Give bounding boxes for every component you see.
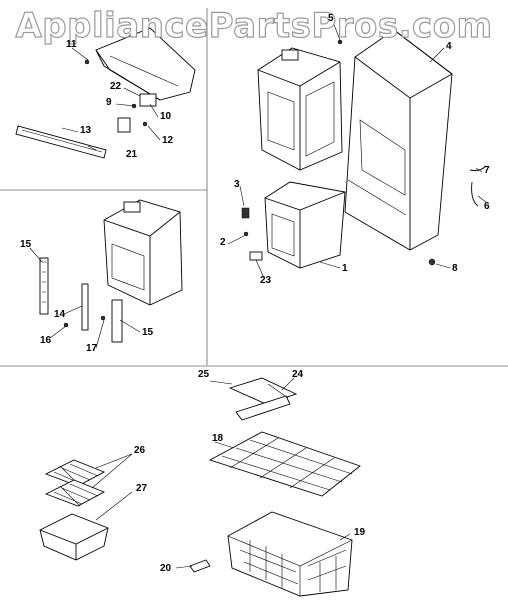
callout-7: 7 bbox=[484, 165, 490, 176]
lower-liner bbox=[264, 181, 346, 269]
leader-lines bbox=[29, 21, 487, 569]
callout-17: 17 bbox=[86, 343, 98, 354]
wire-shelf bbox=[208, 431, 361, 497]
callout-20: 20 bbox=[160, 563, 172, 574]
section-dividers bbox=[0, 8, 508, 367]
upper-liner bbox=[257, 47, 343, 171]
callout-13: 13 bbox=[80, 125, 92, 136]
callout-11: 11 bbox=[66, 39, 77, 50]
callout-12: 12 bbox=[162, 135, 174, 146]
callout-25: 25 bbox=[198, 369, 210, 380]
shelf-support bbox=[228, 377, 298, 421]
callout-27: 27 bbox=[136, 483, 148, 494]
callout-2: 2 bbox=[220, 237, 226, 248]
freezer-liner bbox=[103, 199, 183, 306]
callout-24: 24 bbox=[292, 369, 304, 380]
callout-23: 23 bbox=[260, 275, 272, 286]
hinge-bracket bbox=[117, 93, 157, 133]
small-parts-right bbox=[241, 39, 487, 266]
storage-bin bbox=[39, 513, 109, 561]
door-trim-assembly bbox=[84, 27, 196, 101]
callout-18: 18 bbox=[212, 433, 224, 444]
callout-21: 21 bbox=[126, 149, 138, 160]
callout-26: 26 bbox=[134, 445, 146, 456]
callout-10: 10 bbox=[160, 111, 172, 122]
callout-14: 14 bbox=[54, 309, 66, 320]
callout-15-left: 15 bbox=[20, 239, 32, 250]
callout-6: 6 bbox=[484, 201, 490, 212]
callout-1: 1 bbox=[342, 263, 348, 274]
callout-16: 16 bbox=[40, 335, 52, 346]
callout-15-right: 15 bbox=[142, 327, 154, 338]
wire-basket bbox=[227, 511, 353, 597]
callout-19: 19 bbox=[354, 527, 366, 538]
callout-9: 9 bbox=[106, 97, 112, 108]
ice-trays bbox=[44, 459, 106, 507]
cabinet bbox=[344, 29, 453, 251]
callout-8: 8 bbox=[452, 263, 458, 274]
handle-strip bbox=[15, 125, 107, 159]
callout-4: 4 bbox=[446, 41, 452, 52]
callout-5: 5 bbox=[328, 13, 334, 24]
clip-part bbox=[189, 559, 211, 573]
callout-3: 3 bbox=[234, 179, 240, 190]
callout-22: 22 bbox=[110, 81, 122, 92]
